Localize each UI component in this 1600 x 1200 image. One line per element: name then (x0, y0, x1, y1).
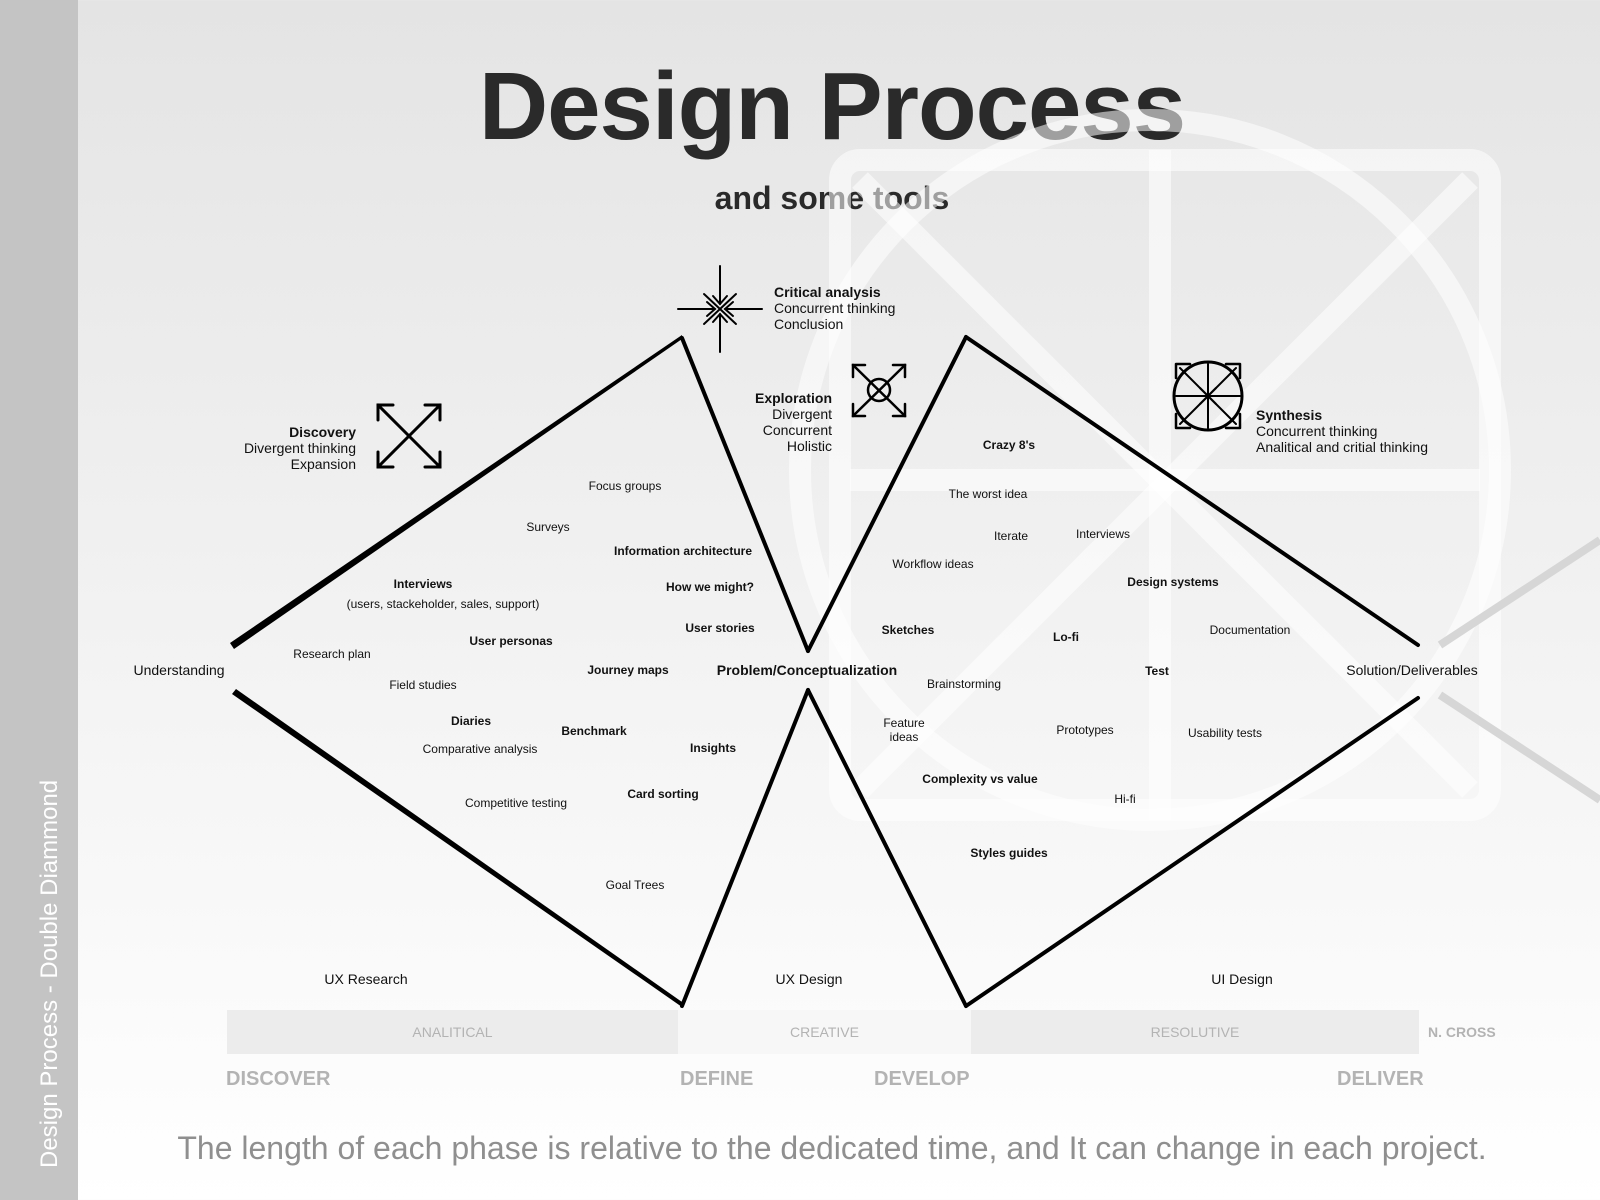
diamond-1-bottom-left-thick (232, 689, 682, 1007)
tool-crazy-8s: Crazy 8's (982, 438, 1036, 452)
tool-interviews-design: Interviews (1075, 527, 1131, 541)
critical-line1: Concurrent thinking (774, 300, 896, 316)
phase-discover: DISCOVER (226, 1068, 331, 1090)
critical-title: Critical analysis (774, 284, 881, 300)
tool-sketches: Sketches (881, 623, 935, 637)
exploration-mode: Exploration Divergent Concurrent Holisti… (714, 390, 832, 454)
synthesis-line1: Concurrent thinking (1256, 423, 1378, 439)
tool-workflow-ideas: Workflow ideas (892, 557, 974, 571)
tool-how-we-might: How we might? (666, 580, 754, 594)
tool-competitive-testing: Competitive testing (464, 796, 568, 810)
page-title: Design Process (478, 53, 1186, 160)
tool-journey-maps: Journey maps (587, 663, 669, 677)
tool-feature-ideas-1: Feature (883, 716, 925, 730)
tool-user-stories: User stories (685, 621, 755, 635)
synthesis-circle-icon (1172, 360, 1244, 432)
tool-comparative-analysis: Comparative analysis (422, 742, 538, 756)
diamond-1-top-right (680, 336, 810, 653)
tool-prototypes: Prototypes (1056, 723, 1114, 737)
exploration-line2: Concurrent (762, 422, 832, 438)
phase-define: DEFINE (680, 1068, 754, 1090)
converge-arrows-icon (677, 265, 763, 353)
tool-lofi: Lo-fi (1053, 630, 1079, 644)
critical-analysis-mode: Critical analysis Concurrent thinking Co… (774, 284, 895, 332)
synthesis-line2: Analitical and critial thinking (1256, 439, 1428, 455)
diamond-2-bottom-right (964, 696, 1420, 1008)
discipline-ux-design: UX Design (775, 971, 843, 987)
expand-arrows-icon (376, 403, 442, 469)
tool-user-personas: User personas (469, 634, 553, 648)
explore-arrows-icon (851, 363, 907, 418)
exploration-title: Exploration (754, 390, 832, 406)
critical-line2: Conclusion (774, 316, 844, 332)
tool-interviews: Interviews (393, 577, 453, 591)
phase-develop: DEVELOP (874, 1068, 970, 1090)
tool-insights: Insights (689, 741, 737, 755)
tool-information-architecture: Information architecture (613, 544, 753, 558)
band-creative: CREATIVE (678, 1010, 971, 1054)
tool-goal-trees: Goal Trees (605, 878, 665, 892)
endpoint-problem: Problem/Conceptualization (716, 662, 898, 678)
tool-worst-idea: The worst idea (948, 487, 1028, 501)
tool-field-studies: Field studies (389, 678, 457, 692)
band-resolutive: RESOLUTIVE (971, 1010, 1419, 1054)
tool-diaries: Diaries (450, 714, 492, 728)
diamond-2-top-left (806, 335, 968, 653)
tool-styles-guides: Styles guides (970, 846, 1048, 860)
tool-feature-ideas-2: ideas (889, 730, 919, 744)
diamond-lines (230, 335, 1420, 1008)
watermark-arrow (1437, 536, 1600, 804)
tool-focus-groups: Focus groups (588, 479, 662, 493)
exploration-line1: Divergent (772, 406, 832, 422)
endpoint-understanding: Understanding (133, 662, 225, 678)
tool-brainstorming: Brainstorming (926, 677, 1002, 691)
sidebar: Design Process - Double Diammond (0, 0, 78, 1200)
band-analitical: ANALITICAL (227, 1010, 678, 1054)
discipline-ux-research: UX Research (324, 971, 408, 987)
footer-note: The length of each phase is relative to … (177, 1130, 1487, 1166)
exploration-line3: Holistic (786, 438, 832, 454)
tool-documentation: Documentation (1209, 623, 1291, 637)
discipline-ui-design: UI Design (1211, 971, 1273, 987)
endpoint-solution: Solution/Deliverables (1346, 662, 1478, 678)
synthesis-mode: Synthesis Concurrent thinking Analitical… (1256, 407, 1428, 455)
discovery-title: Discovery (289, 424, 356, 440)
tool-hifi: Hi-fi (1114, 792, 1136, 806)
discovery-mode: Discovery Divergent thinking Expansion (222, 424, 356, 472)
tool-research-plan: Research plan (293, 647, 371, 661)
tool-benchmark: Benchmark (561, 724, 627, 738)
diamond-1-bottom-right (680, 688, 810, 1008)
watermark (789, 109, 1511, 831)
tool-iterate: Iterate (993, 529, 1029, 543)
diamond-2-top-right (964, 335, 1420, 647)
tool-complexity-value: Complexity vs value (922, 772, 1038, 786)
tool-usability-tests: Usability tests (1187, 726, 1263, 740)
synthesis-title: Synthesis (1256, 407, 1323, 423)
diamond-1-top-left-thick (230, 335, 682, 649)
discovery-line2: Expansion (290, 456, 356, 472)
credit-n-cross: N. CROSS (1428, 1024, 1496, 1040)
tool-design-systems: Design systems (1127, 575, 1219, 589)
discovery-line1: Divergent thinking (243, 440, 356, 456)
tool-card-sorting: Card sorting (627, 787, 699, 801)
phase-deliver: DELIVER (1337, 1068, 1424, 1090)
tool-surveys: Surveys (526, 520, 570, 534)
tool-test: Test (1145, 664, 1169, 678)
diamond-2-bottom-left (806, 688, 968, 1008)
tool-interviews-note: (users, stackeholder, sales, support) (346, 597, 540, 611)
